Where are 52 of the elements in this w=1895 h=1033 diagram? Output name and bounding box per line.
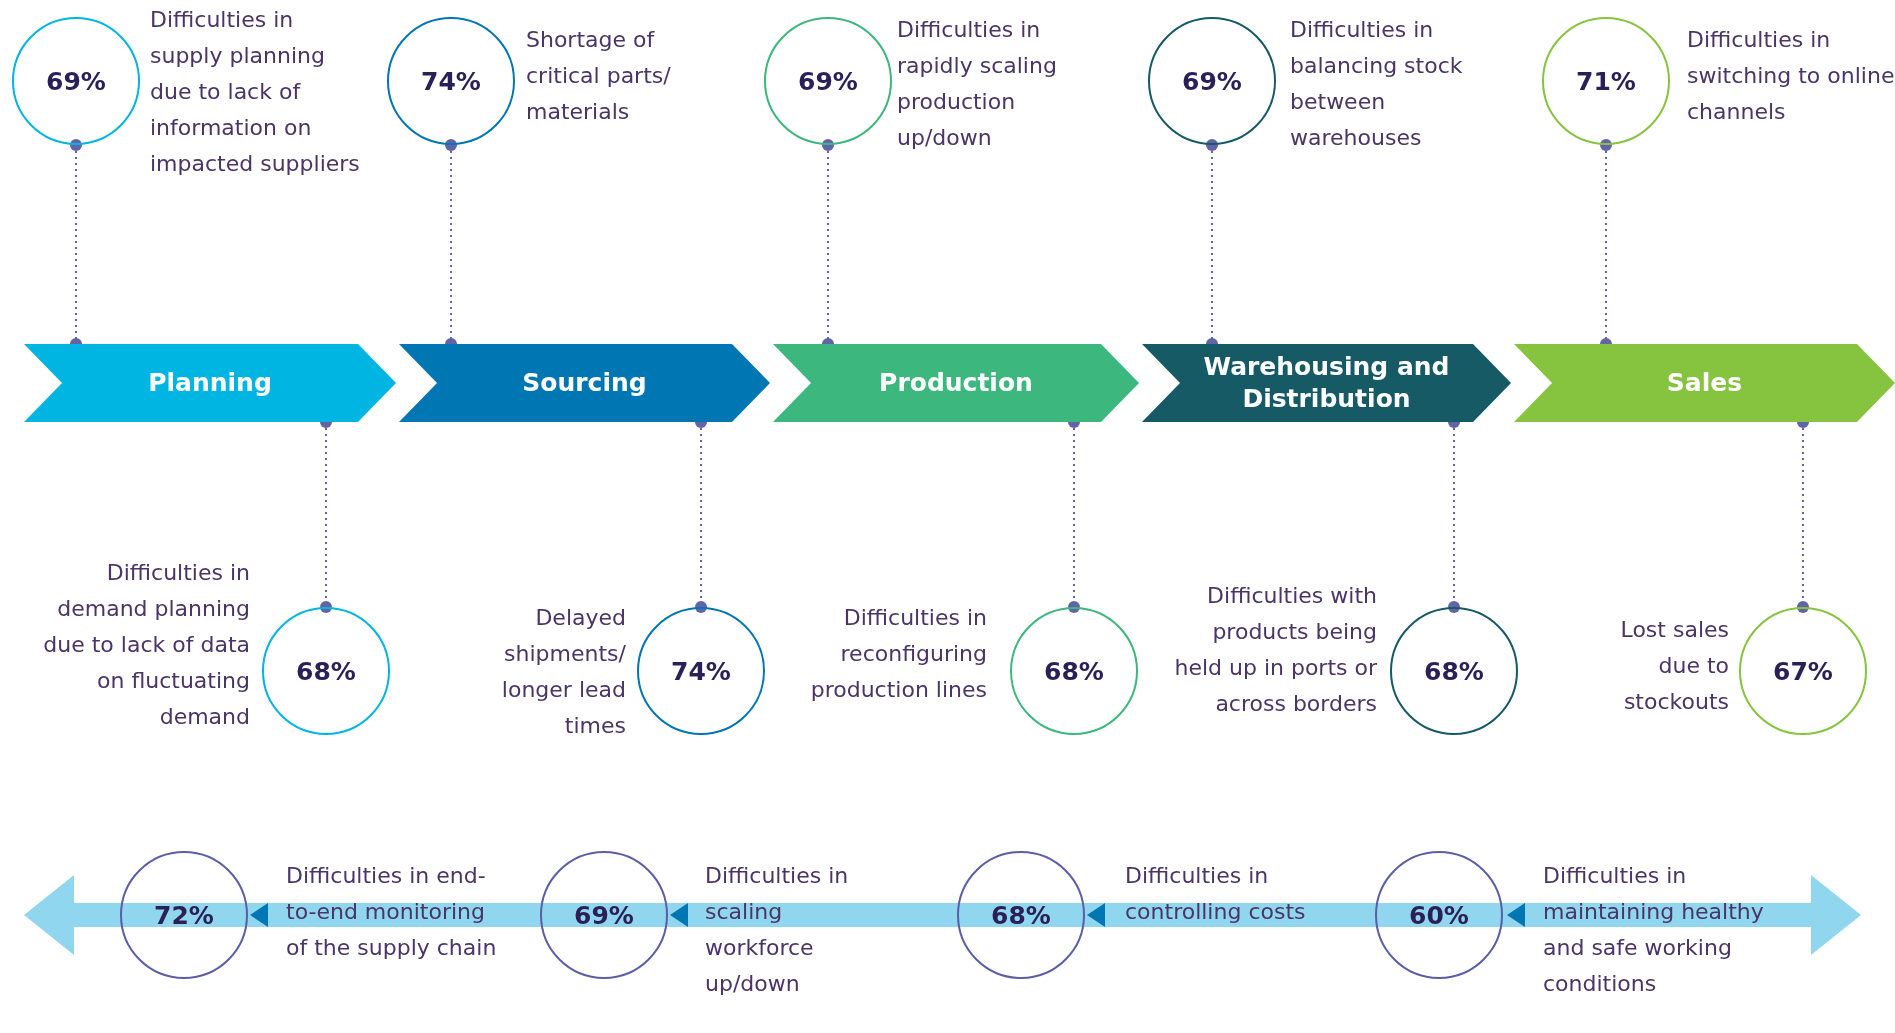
description-text: Difficulties in switching to online channels: [1687, 26, 1895, 126]
stage-label: Planning: [148, 367, 272, 399]
percent-circle: [1739, 607, 1867, 735]
percentage-text: 68%: [991, 900, 1051, 930]
description-text: Lost sales due to stockouts: [1619, 616, 1729, 716]
percentage-text: 74%: [671, 656, 731, 686]
percent-circle: [120, 851, 248, 979]
description-text: Difficulties with products being held up in ports or across borders: [1173, 582, 1377, 718]
description-text: Difficulties in balancing stock between warehouses: [1290, 16, 1464, 152]
percentage-text: 68%: [296, 656, 356, 686]
percent-circle: [12, 17, 140, 145]
description-text: Difficulties in end-to-end monitoring of the supply chain: [286, 862, 498, 962]
stage-band: [773, 344, 1139, 422]
percent-circle: [764, 17, 892, 145]
description-text: Difficulties in maintaining healthy and safe working conditions: [1543, 862, 1765, 998]
percent-circle: [1390, 607, 1518, 735]
description-text: Difficulties in rapidly scaling production up/down: [897, 16, 1058, 152]
percentage-text: 71%: [1576, 66, 1636, 96]
percent-circle: [540, 851, 668, 979]
description-text: Difficulties in supply planning due to lack of information on impacted suppliers: [150, 6, 361, 178]
percent-circle: [1010, 607, 1138, 735]
description-text: Difficulties in reconfiguring production lines: [809, 604, 987, 704]
percentage-text: 68%: [1044, 656, 1104, 686]
percentage-text: 68%: [1424, 656, 1484, 686]
stage-label: Sales: [1666, 367, 1743, 399]
percentage-text: 69%: [1182, 66, 1242, 96]
stage-label: Warehousing and Distribution: [1202, 351, 1451, 415]
percent-circle: [1542, 17, 1670, 145]
percent-circle: [1375, 851, 1503, 979]
stage-band: [1142, 344, 1511, 422]
stage-label: Sourcing: [522, 367, 647, 399]
description-text: Difficulties in scaling workforce up/down: [705, 862, 850, 998]
stage-label: Production: [879, 367, 1033, 399]
percentage-text: 69%: [574, 900, 634, 930]
description-text: Shortage of critical parts/ materials: [526, 26, 672, 126]
description-text: Difficulties in controlling costs: [1125, 862, 1307, 926]
description-text: Delayed shipments/ longer lead times: [500, 604, 626, 740]
percentage-text: 72%: [154, 900, 214, 930]
stage-band: [399, 344, 770, 422]
stage-band: [24, 344, 396, 422]
description-text: Difficulties in demand planning due to lack of data on fluctuating demand: [42, 559, 250, 731]
percent-circle: [637, 607, 765, 735]
percent-circle: [1148, 17, 1276, 145]
percent-circle: [387, 17, 515, 145]
percentage-text: 60%: [1409, 900, 1469, 930]
percent-circle: [262, 607, 390, 735]
stage-band: [1514, 344, 1895, 422]
percentage-text: 69%: [46, 66, 106, 96]
percentage-text: 69%: [798, 66, 858, 96]
percentage-text: 67%: [1773, 656, 1833, 686]
percent-circle: [957, 851, 1085, 979]
percentage-text: 74%: [421, 66, 481, 96]
